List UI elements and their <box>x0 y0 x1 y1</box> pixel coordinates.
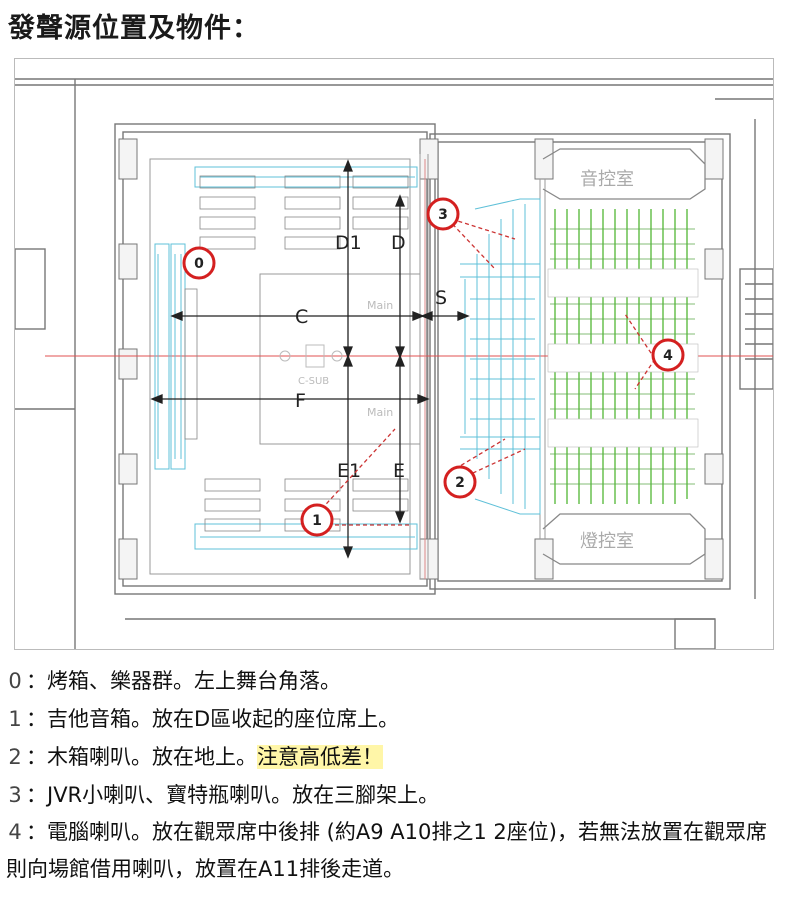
dim-label-e: E <box>393 460 405 482</box>
marker-3-ring <box>426 197 460 231</box>
dim-label-s: S <box>435 287 447 309</box>
dim-label-d: D <box>391 232 406 254</box>
columns <box>118 138 724 580</box>
dim-label-e1: E1 <box>337 460 361 482</box>
marker-0: 0 <box>182 246 216 280</box>
legend-item-1-text: 吉他音箱。放在D區收起的座位席上。 <box>47 707 400 731</box>
marker-0-ring <box>182 246 216 280</box>
legend-item-3-sep: ： <box>26 783 47 807</box>
control-room-outlines <box>542 148 706 565</box>
legend-item-1: 1：吉他音箱。放在D區收起的座位席上。 <box>6 700 781 738</box>
building-walls <box>15 78 773 649</box>
lighting-control-room-label: 燈控室 <box>580 531 634 552</box>
main-upper-label: Main <box>367 299 393 312</box>
floor-plan: 音控室 燈控室 <box>14 58 774 650</box>
stage-chairs <box>184 175 409 532</box>
legend-item-2-sep: ： <box>26 745 47 769</box>
page-title: 發聲源位置及物件： <box>8 13 260 44</box>
legend-item-3-number: 3 <box>8 783 22 807</box>
legend-item-0-number: 0 <box>8 669 22 693</box>
speaker-direction-lines <box>316 213 656 526</box>
dimension-labels: D1 D C S F E1 E <box>295 232 447 482</box>
audience-rows <box>550 228 695 485</box>
c-sub-label: C-SUB <box>298 376 329 387</box>
dim-label-d1: D1 <box>335 232 362 254</box>
marker-2-ring <box>443 465 477 499</box>
marker-4: 4 <box>651 338 685 372</box>
legend-item-4: 4：電腦喇叭。放在觀眾席中後排 (約A9 A10排之1 2座位)，若無法放置在觀… <box>6 814 781 888</box>
legend-item-4-number: 4 <box>8 820 22 844</box>
marker-3-label: 3 <box>438 207 448 223</box>
legend-item-0-text: 烤箱、樂器群。左上舞台角落。 <box>47 669 341 693</box>
marker-0-label: 0 <box>194 256 204 272</box>
floor-plan-drawing: 音控室 燈控室 <box>15 78 773 649</box>
legend-item-2-text: 木箱喇叭。放在地上。 <box>47 745 257 769</box>
marker-3: 3 <box>426 197 460 231</box>
legend: 0：烤箱、樂器群。左上舞台角落。 1：吉他音箱。放在D區收起的座位席上。 2：木… <box>6 662 781 888</box>
legend-item-2-warning: 注意高低差！ <box>257 745 383 769</box>
dimension-lines <box>150 159 470 559</box>
legend-item-0: 0：烤箱、樂器群。左上舞台角落。 <box>6 662 781 700</box>
legend-item-0-sep: ： <box>26 669 47 693</box>
aisle-lower <box>547 418 699 448</box>
marker-1-ring <box>300 503 334 537</box>
legend-item-4-text: 電腦喇叭。放在觀眾席中後排 (約A9 A10排之1 2座位)，若無法放置在觀眾席… <box>6 820 767 881</box>
legend-item-1-number: 1 <box>8 707 22 731</box>
aisle-upper <box>547 268 699 298</box>
legend-item-2-number: 2 <box>8 745 22 769</box>
center-speaker-outline <box>279 344 343 368</box>
main-lower-label: Main <box>367 406 393 419</box>
dim-label-c: C <box>295 306 308 328</box>
marker-4-label: 4 <box>663 348 673 364</box>
legend-item-2: 2：木箱喇叭。放在地上。注意高低差！ <box>6 738 781 776</box>
marker-2-label: 2 <box>455 475 465 491</box>
legend-item-4-sep: ： <box>26 820 47 844</box>
marker-1-label: 1 <box>312 513 322 529</box>
marker-2: 2 <box>443 465 477 499</box>
dim-label-f: F <box>295 390 306 412</box>
legend-item-1-sep: ： <box>26 707 47 731</box>
marker-4-ring <box>651 338 685 372</box>
legend-item-3: 3：JVR小喇叭、寶特瓶喇叭。放在三腳架上。 <box>6 776 781 814</box>
marker-1: 1 <box>300 503 334 537</box>
legend-item-3-text: JVR小喇叭、寶特瓶喇叭。放在三腳架上。 <box>47 783 440 807</box>
sound-control-room-label: 音控室 <box>580 169 634 190</box>
